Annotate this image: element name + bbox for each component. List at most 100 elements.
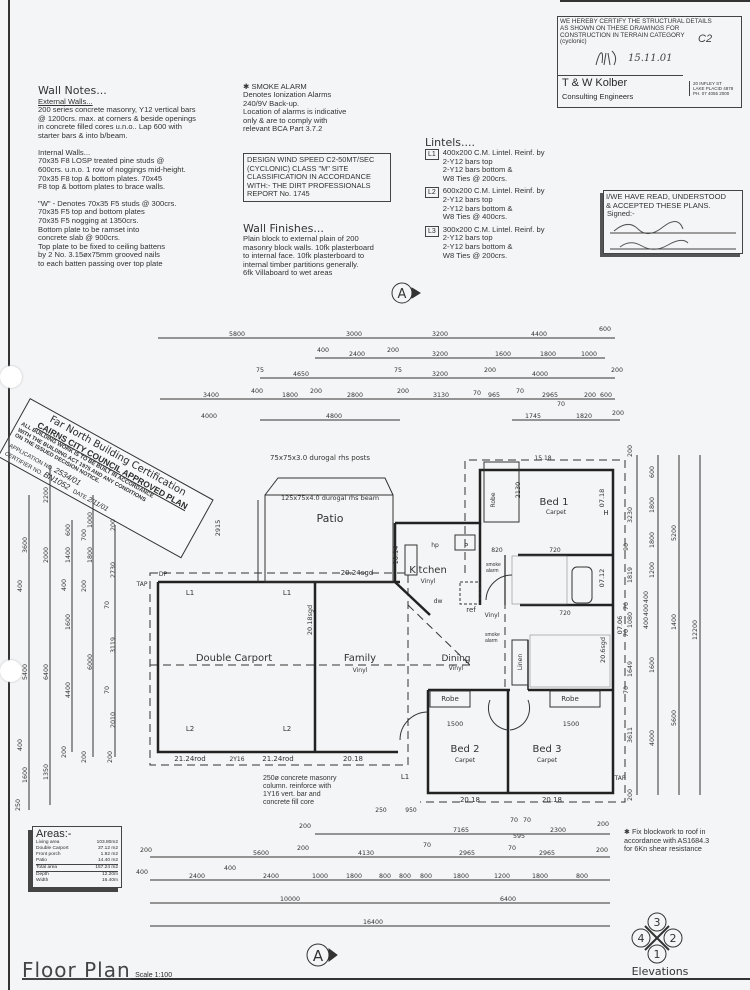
dimension-left: 70 — [104, 686, 111, 694]
dimension-top: 1800 — [282, 392, 298, 399]
dimension-top: 3200 — [432, 351, 448, 358]
plan-label-family_win: 20.18 — [343, 755, 363, 763]
dimension-left: 1600 — [22, 767, 29, 783]
plan-label-ref: ref — [466, 606, 476, 614]
plan-label-posts: 75x75x3.0 durogal rhs posts — [270, 454, 370, 462]
dimension-top: 3000 — [346, 331, 362, 338]
dimension-top: 1745 — [525, 413, 541, 420]
dimension-right: 70 — [623, 686, 630, 694]
section-label-bottom: A — [313, 947, 324, 965]
smoke-alarm-label: smoke alarm — [485, 632, 500, 644]
external-walls-text: 200 series concrete masonry, Y12 vertica… — [38, 105, 196, 140]
dimension-left: 70 — [104, 601, 111, 609]
dimension-left: 4400 — [65, 682, 72, 698]
dimension-top: 4800 — [326, 413, 342, 420]
dimension-right: 90 — [623, 543, 630, 551]
dimension-top: 70 — [473, 390, 481, 397]
dimension-bottom: 5600 — [253, 850, 269, 857]
dimension-bottom: 400 — [136, 869, 148, 876]
dimension-right: 1800 — [649, 532, 656, 548]
dimension-bottom: 200 — [596, 847, 608, 854]
plan-label-dw: dw — [434, 598, 443, 605]
dimension-top: 2400 — [349, 351, 365, 358]
area-label: Front porch — [36, 852, 61, 857]
room-label-bed2: Bed 2 — [451, 744, 480, 755]
dimension-bottom: 2300 — [550, 827, 566, 834]
areas-title: Areas:- — [36, 828, 72, 840]
punch-hole — [0, 660, 22, 682]
dimension-bottom: 200 — [297, 845, 309, 852]
dimension-bottom: 800 — [399, 873, 411, 880]
dimension-right: 12200 — [692, 620, 699, 640]
wall-finishes-title: Wall Finishes... — [243, 222, 324, 235]
dimension-top: 200 — [612, 410, 624, 417]
plan-label-l1: L1 — [401, 773, 409, 781]
dimension-bottom: 1800 — [532, 873, 548, 880]
dimension-top: 1800 — [540, 351, 556, 358]
dimension-bottom: 1000 — [312, 873, 328, 880]
scale-text: Scale 1:100 — [135, 972, 173, 979]
punch-hole — [0, 366, 22, 388]
plan-label-bed1_side: 07.18 — [598, 489, 606, 508]
dimension-bottom: 1800 — [453, 873, 469, 880]
lintel-text: 300x200 C.M. Lintel. Reinf. by 2-Y12 bar… — [442, 224, 545, 260]
w-walls-text: "W" - Denotes 70x35 F5 studs @ 300crs. 7… — [38, 198, 177, 268]
dimension-top: 3400 — [203, 392, 219, 399]
dimension-right: 200 — [627, 789, 634, 801]
dimension-left: 6400 — [43, 664, 50, 680]
dimension-top: 4650 — [293, 371, 309, 378]
plan-label-carport_rod_2: 21.24rod — [262, 755, 294, 763]
area-value: 103.80m2 — [96, 840, 118, 845]
dimension-right: 1819 — [627, 567, 634, 583]
plan-label-robe_2130: 2130 — [514, 482, 522, 499]
plan-label-carport_rod_1: 21.24rod — [174, 755, 206, 763]
room-label-bed1_floor: Carpet — [546, 509, 567, 516]
plan-label-door_820: 820 — [491, 547, 503, 554]
dimension-right: 600 — [649, 466, 656, 478]
wall-finishes-text: Plain block to external plain of 200 mas… — [243, 234, 374, 278]
tiled-wet-areas — [511, 555, 611, 688]
dimension-right: 200 — [627, 445, 634, 457]
dimension-top: 75 — [256, 367, 264, 374]
blockwork-fix-note: ✱ Fix blockwork to roof in accordance wi… — [624, 827, 710, 854]
plan-label-wall_1500: 1500 — [447, 720, 464, 728]
dimension-right: 1649 — [627, 661, 634, 677]
plan-label-door_720: 720 — [549, 547, 561, 554]
dimension-top: 965 — [488, 392, 500, 399]
certify-signature-date: 15.11.01 — [628, 53, 673, 64]
room-label-bed1: Bed 1 — [540, 497, 569, 508]
lintel-tag: L2 — [425, 187, 439, 199]
wall-notes-title: Wall Notes... — [38, 84, 107, 97]
dimension-bottom: 2965 — [459, 850, 475, 857]
room-label-carport: Double Carport — [196, 653, 272, 664]
area-label: Total area — [36, 865, 58, 870]
area-value: 37.12 m2 — [97, 846, 118, 851]
dimension-left: 1400 — [65, 547, 72, 563]
area-label: Depth — [36, 872, 49, 877]
smoke-alarm-title: ✱ SMOKE ALARM — [243, 82, 307, 91]
dimension-top: 4000 — [201, 413, 217, 420]
elevation-1: 1 — [654, 948, 661, 961]
dimension-bottom: 800 — [576, 873, 588, 880]
dimension-right: 70 — [623, 602, 630, 610]
room-label-robe-bed1: Robe — [490, 492, 497, 507]
plan-label-pier: 2Y16 — [229, 756, 244, 763]
dimension-top: 3130 — [433, 392, 449, 399]
dimension-top: 400 — [251, 388, 263, 395]
engineer-address: 20 INFLEY ST LAKE PLACID 4878 PH. 07 405… — [689, 81, 733, 96]
plan-label-ens_side: 07.06 — [616, 616, 624, 635]
dimension-bottom: 595 — [513, 833, 525, 840]
area-value: 14.40 m2 — [97, 858, 118, 863]
dimension-top: 1820 — [576, 413, 592, 420]
plan-label-l2: L2 — [186, 725, 194, 733]
accept-text: I/WE HAVE READ, UNDERSTOOD & ACCEPTED TH… — [606, 192, 726, 210]
dimension-left: 700 — [81, 529, 88, 541]
dimension-left: 200 — [107, 751, 114, 763]
dimension-right: 400 — [643, 617, 650, 629]
dimension-bottom: 2400 — [263, 873, 279, 880]
